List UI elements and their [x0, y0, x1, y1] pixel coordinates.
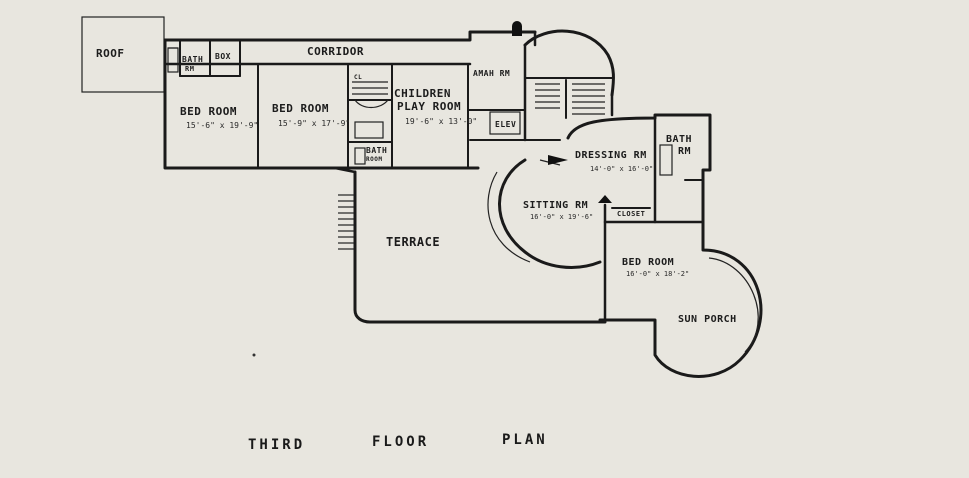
- bedroom2-dim: 15'-9" x 17'-9": [278, 119, 350, 128]
- elevator-label: ELEV: [495, 120, 516, 129]
- bath3-label-line2: RM: [678, 146, 691, 157]
- sun-porch-label: SUN PORCH: [678, 314, 737, 325]
- closet-cl-label: CL: [354, 74, 362, 81]
- dressing-room-dim: 14'-0" x 16'-0": [590, 165, 653, 173]
- internal-stair: [352, 81, 389, 165]
- closet-label: CLOSET: [617, 210, 645, 218]
- speck: [252, 353, 256, 357]
- bath1-label-line1: BATH: [182, 55, 203, 64]
- east-suite-walls: [566, 113, 712, 322]
- sitting-room-label: SITTING RM: [523, 200, 588, 211]
- plan-title-word1: THIRD: [248, 437, 305, 453]
- playroom-label-line2: PLAY ROOM: [397, 100, 461, 113]
- box-label: BOX: [215, 52, 231, 61]
- plan-title-word2: FLOOR: [372, 434, 429, 450]
- bath2-label-line2: ROOM: [366, 156, 382, 163]
- sitting-room-dim: 16'-0" x 19'-6": [530, 213, 593, 221]
- roof-label: ROOF: [96, 47, 125, 60]
- playroom-label-line1: CHILDREN: [394, 87, 451, 100]
- bath3-label-line1: BATH: [666, 134, 692, 145]
- bedroom-sunporch-walls: [598, 220, 763, 378]
- sitting-room-walls: [487, 155, 612, 269]
- playroom-dim: 19'-6" x 13'-0": [405, 117, 477, 126]
- amah-room-label: AMAH RM: [473, 69, 510, 78]
- stair-hall: [489, 21, 615, 142]
- bedroom3-label: BED ROOM: [622, 257, 674, 268]
- bedroom1-dim: 15'-6" x 19'-9": [186, 121, 258, 130]
- bedroom2-label: BED ROOM: [272, 102, 329, 115]
- corridor-label: CORRIDOR: [307, 45, 364, 58]
- bath2-label-line1: BATH: [366, 146, 387, 155]
- terrace-walls: [333, 166, 607, 324]
- dressing-room-label: DRESSING RM: [575, 150, 647, 161]
- plan-title-word3: PLAN: [502, 432, 548, 448]
- bath1-label-line2: RM: [185, 65, 194, 73]
- bedroom3-dim: 16'-0" x 18'-2": [626, 270, 689, 278]
- bedroom1-label: BED ROOM: [180, 105, 237, 118]
- north-wing-walls: [163, 30, 561, 170]
- terrace-label: TERRACE: [386, 235, 440, 249]
